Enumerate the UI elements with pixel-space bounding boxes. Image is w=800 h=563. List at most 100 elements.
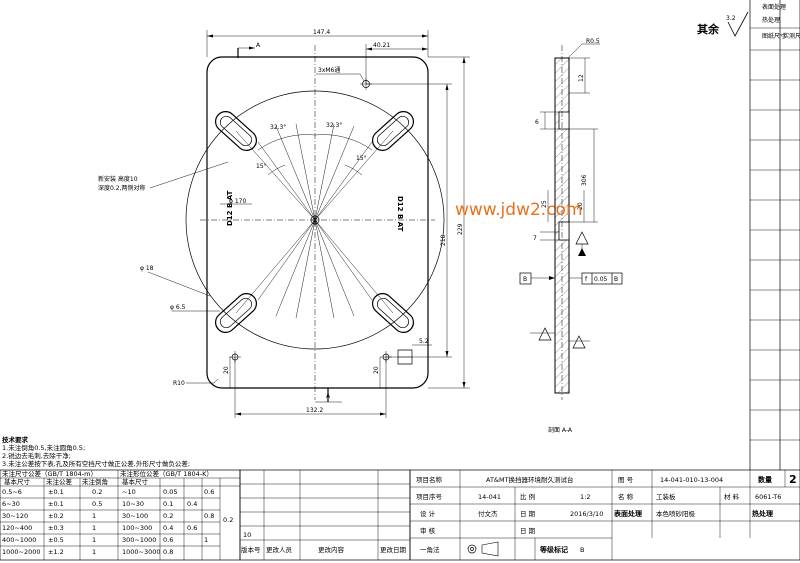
svg-text:等级标记: 等级标记: [539, 545, 568, 554]
dim-height-inner: 210: [440, 234, 447, 246]
sec-dim-20: 20: [577, 202, 584, 210]
svg-text:2.锐边去毛刺,去除干净;: 2.锐边去毛刺,去除干净;: [2, 451, 71, 460]
slot-bottom-right: [371, 293, 415, 333]
plate-outline: [206, 56, 429, 389]
svg-text:本色喷砂阳极: 本色喷砂阳极: [656, 509, 696, 518]
dim-diam-circle: φ 170: [229, 198, 247, 205]
tolerance-frame: f 0.05 B: [569, 272, 623, 285]
svg-text:~10: ~10: [122, 488, 136, 496]
svg-text:3.2: 3.2: [726, 15, 736, 22]
svg-text:技术要求: 技术要求: [2, 435, 29, 444]
svg-text:B: B: [614, 276, 618, 283]
svg-text:2016/3/10: 2016/3/10: [570, 510, 603, 518]
svg-text:10~30: 10~30: [122, 500, 144, 508]
svg-text:未注公差: 未注公差: [46, 477, 73, 486]
svg-text:0.6: 0.6: [187, 524, 197, 532]
svg-text:14-041-010-13-004: 14-041-010-13-004: [660, 476, 723, 484]
svg-text:材 料: 材 料: [724, 492, 740, 501]
svg-text:项目序号: 项目序号: [416, 492, 443, 501]
projection-symbol: [467, 541, 499, 557]
svg-text:1: 1: [92, 524, 96, 532]
dim-tab: 5.2: [419, 338, 429, 345]
svg-text:10: 10: [243, 531, 251, 539]
sec-dim-7: 7: [533, 235, 537, 242]
svg-text:未注形位公差（GB/T 1804-K）: 未注形位公差（GB/T 1804-K）: [120, 469, 213, 478]
svg-text:±0.1: ±0.1: [48, 488, 64, 496]
svg-text:未注倒角: 未注倒角: [82, 477, 108, 486]
dim-angle-left: 32.3°: [270, 124, 286, 131]
svg-text:AT&MT换挡器环境耐久测试台: AT&MT换挡器环境耐久测试台: [486, 475, 574, 484]
dim-bottom: 132.2: [306, 407, 323, 414]
svg-text:工装板: 工装板: [656, 492, 676, 501]
datum-box: [519, 272, 532, 285]
svg-text:0.4: 0.4: [187, 500, 197, 508]
svg-text:0.05: 0.05: [163, 488, 177, 496]
sec-dim-radius: R0.5: [586, 38, 600, 45]
dim-width: 147.4: [313, 29, 330, 36]
slot-top-left: [214, 111, 258, 151]
svg-text:14-041: 14-041: [478, 493, 501, 501]
dim-small-left: 20: [223, 366, 230, 374]
svg-text:设 计: 设 计: [420, 509, 436, 518]
svg-text:B: B: [580, 546, 584, 554]
svg-text:0.2: 0.2: [163, 512, 173, 520]
section-mark-bottom: A: [326, 393, 331, 400]
section-title: 剖面 A-A: [548, 426, 573, 434]
dim-radius: R10: [173, 380, 185, 387]
svg-text:0.2: 0.2: [223, 516, 233, 524]
side-table: 表面处理 热处理 图纸尺寸 实测尺寸: [749, 0, 800, 470]
svg-text:±0.5: ±0.5: [48, 536, 64, 544]
sec-dim-12: 12: [578, 74, 585, 82]
svg-text:1000~3000: 1000~3000: [122, 548, 161, 556]
svg-text:比 例: 比 例: [520, 492, 535, 501]
svg-text:一角法: 一角法: [420, 545, 440, 554]
dim-diam-slot: φ 18: [140, 265, 154, 272]
svg-text:图 号: 图 号: [618, 476, 634, 484]
svg-text:审 核: 审 核: [420, 526, 436, 535]
svg-text:日 期: 日 期: [520, 510, 536, 518]
engraved-label-right: D12 B AT: [396, 196, 404, 232]
technical-notes: 技术要求 1.未注倒角0.5,未注圆角0.5; 2.锐边去毛刺,去除干净; 3.…: [2, 435, 190, 468]
sec-dim-306: 306: [581, 174, 588, 186]
svg-text:图纸尺寸: 图纸尺寸: [762, 32, 786, 40]
svg-text:f: f: [585, 276, 588, 283]
slot-top-right: [371, 111, 415, 151]
plan-view: 147.4 40.21 A A 229 210 132.2: [98, 29, 470, 418]
tolerance-table: 未注尺寸公差（GB/T 1804-m） 未注形位公差（GB/T 1804-K） …: [0, 469, 241, 561]
svg-text:未注尺寸公差（GB/T 1804-m）: 未注尺寸公差（GB/T 1804-m）: [2, 469, 97, 478]
slot-note-line2: 深度0.2,两侧对称: [98, 184, 145, 192]
svg-text:热处理: 热处理: [752, 509, 773, 518]
svg-text:0.05: 0.05: [594, 276, 608, 283]
watermark: www.jdw2.com: [455, 200, 583, 220]
svg-text:名 称: 名 称: [618, 492, 634, 501]
svg-text:±0.2: ±0.2: [48, 512, 64, 520]
svg-text:6~30: 6~30: [2, 500, 20, 508]
dim-diam-hole: φ 6.5: [170, 304, 186, 311]
svg-text:0.5~6: 0.5~6: [2, 488, 22, 496]
svg-text:30~100: 30~100: [122, 512, 148, 520]
svg-text:表面处理: 表面处理: [762, 3, 786, 11]
svg-text:热处理: 热处理: [762, 16, 780, 24]
svg-text:1: 1: [92, 536, 96, 544]
svg-text:1.未注倒角0.5,未注圆角0.5;: 1.未注倒角0.5,未注圆角0.5;: [2, 443, 85, 452]
svg-text:基本尺寸: 基本尺寸: [4, 477, 31, 486]
sec-dim-25: 25: [541, 200, 548, 208]
svg-text:实测尺寸: 实测尺寸: [783, 32, 800, 40]
svg-text:0.8: 0.8: [204, 512, 214, 520]
svg-text:0.6: 0.6: [204, 488, 214, 496]
svg-text:更改日期: 更改日期: [380, 545, 407, 554]
svg-text:0.4: 0.4: [163, 524, 173, 532]
svg-text:其余: 其余: [697, 22, 720, 36]
svg-text:3.未注公差按下表,孔及所有空挡尺寸做正公差,外形尺寸做负公: 3.未注公差按下表,孔及所有空挡尺寸做正公差,外形尺寸做负公差;: [2, 459, 190, 468]
slot-bottom-left: [214, 293, 258, 333]
svg-text:表面处理: 表面处理: [613, 509, 642, 518]
dim-small-right: 20: [373, 366, 380, 374]
radial-lines: [235, 123, 394, 319]
section-mark-top: A: [256, 42, 261, 49]
dim-height-outer: 229: [457, 223, 464, 235]
dim-angle-right: 32.3°: [326, 122, 342, 129]
svg-text:数量: 数量: [758, 475, 772, 484]
svg-text:项目名称: 项目名称: [416, 475, 443, 484]
svg-text:±0.3: ±0.3: [48, 524, 64, 532]
svg-text:1:2: 1:2: [580, 493, 590, 501]
